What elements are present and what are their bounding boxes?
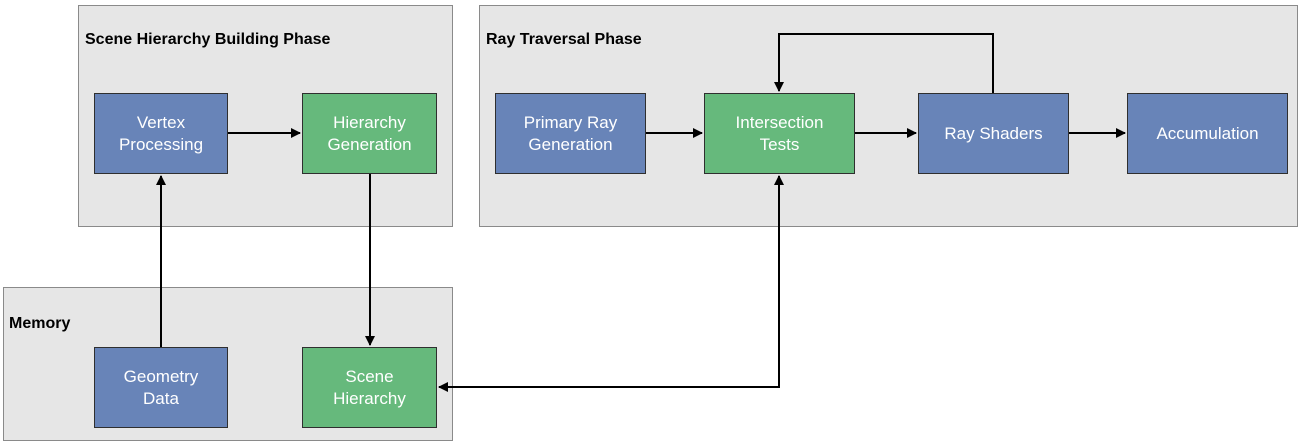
geometry-data-label: Geometry Data [123, 366, 199, 408]
scene-hierarchy-label: Scene Hierarchy [333, 366, 406, 408]
accumulation-node: Accumulation [1127, 93, 1288, 174]
ray-traversal-phase-title: Ray Traversal Phase [486, 31, 642, 48]
vertex-processing-label: Vertex Processing [118, 112, 204, 154]
vertex-processing-node: Vertex Processing [94, 93, 228, 174]
hierarchy-generation-label: Hierarchy Generation [327, 112, 412, 154]
hierarchy-generation-node: Hierarchy Generation [302, 93, 437, 174]
geometry-data-node: Geometry Data [94, 347, 228, 428]
scene-hierarchy-node: Scene Hierarchy [302, 347, 437, 428]
ray-shaders-node: Ray Shaders [918, 93, 1069, 174]
edge-ray-shaders-loop-to-intersection [774, 33, 994, 93]
intersection-tests-label: Intersection Tests [735, 112, 824, 154]
primary-ray-generation-label: Primary Ray Generation [523, 112, 618, 154]
ray-shaders-label: Ray Shaders [944, 123, 1043, 143]
scene-building-phase-title: Scene Hierarchy Building Phase [85, 31, 331, 48]
edge-scene-hierarchy-to-intersection [438, 175, 784, 392]
accumulation-label: Accumulation [1156, 123, 1259, 143]
primary-ray-generation-node: Primary Ray Generation [495, 93, 646, 174]
intersection-tests-node: Intersection Tests [704, 93, 855, 174]
memory-title: Memory [9, 315, 71, 332]
